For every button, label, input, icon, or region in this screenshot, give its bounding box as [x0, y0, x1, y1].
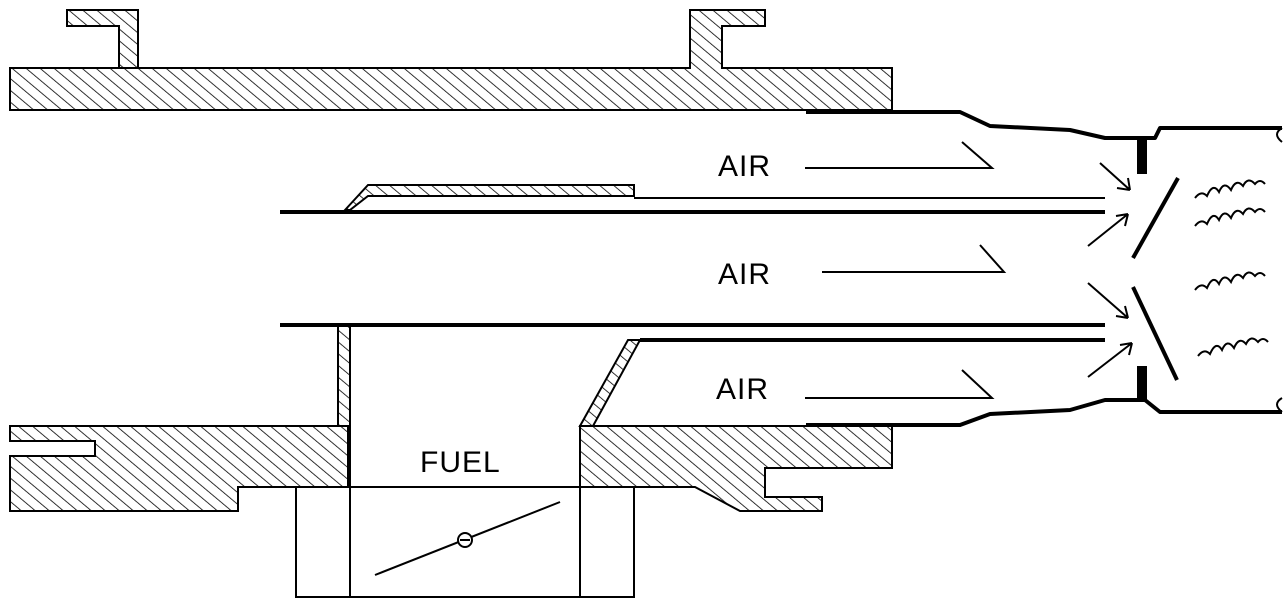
lower-tip-block — [1137, 366, 1147, 400]
air-flow-arrows — [805, 141, 1133, 399]
upper-housing-body — [9, 9, 893, 111]
tip-arrow-2 — [1087, 213, 1129, 247]
lower-swirl-vane — [1131, 286, 1179, 381]
tip-arrow-4 — [1087, 342, 1133, 378]
upper-fuel-sleeve — [342, 184, 635, 211]
flame-mark-3-icon — [1194, 271, 1266, 291]
outer-bottom-wall — [806, 398, 1282, 427]
upper-housing — [9, 9, 893, 111]
air-bottom-label: AIR — [716, 373, 769, 406]
flame-mark-1-icon — [1194, 179, 1266, 199]
tip-arrow-1 — [1099, 162, 1131, 191]
lower-housing-right — [579, 425, 893, 512]
tip-arrow-3 — [1087, 282, 1129, 319]
lower-housing — [9, 325, 893, 512]
air-top-arrow — [805, 141, 995, 169]
outlet-edge-top — [1276, 127, 1283, 143]
air-middle-arrow — [822, 244, 1007, 273]
flame-marks — [1194, 179, 1269, 357]
outlet-edge-bottom — [1276, 397, 1283, 413]
upper-tip-block — [1137, 140, 1147, 174]
lower-port-wall — [337, 325, 351, 427]
air-top-label: AIR — [718, 150, 771, 183]
fuel-inlet-outer-box — [295, 486, 635, 598]
upper-swirl-vane — [1131, 177, 1180, 259]
lower-housing-left — [9, 425, 349, 512]
outer-top-wall — [806, 110, 1282, 140]
air-bottom-arrow — [805, 369, 995, 399]
lower-inlet-lip — [578, 339, 642, 427]
flame-mark-4-icon — [1197, 337, 1269, 357]
flame-mark-2-icon — [1194, 207, 1266, 227]
air-middle-label: AIR — [718, 258, 771, 291]
fuel-label: FUEL — [420, 446, 501, 479]
fuel-inlet — [295, 426, 635, 598]
air-passage-walls — [280, 110, 1283, 427]
